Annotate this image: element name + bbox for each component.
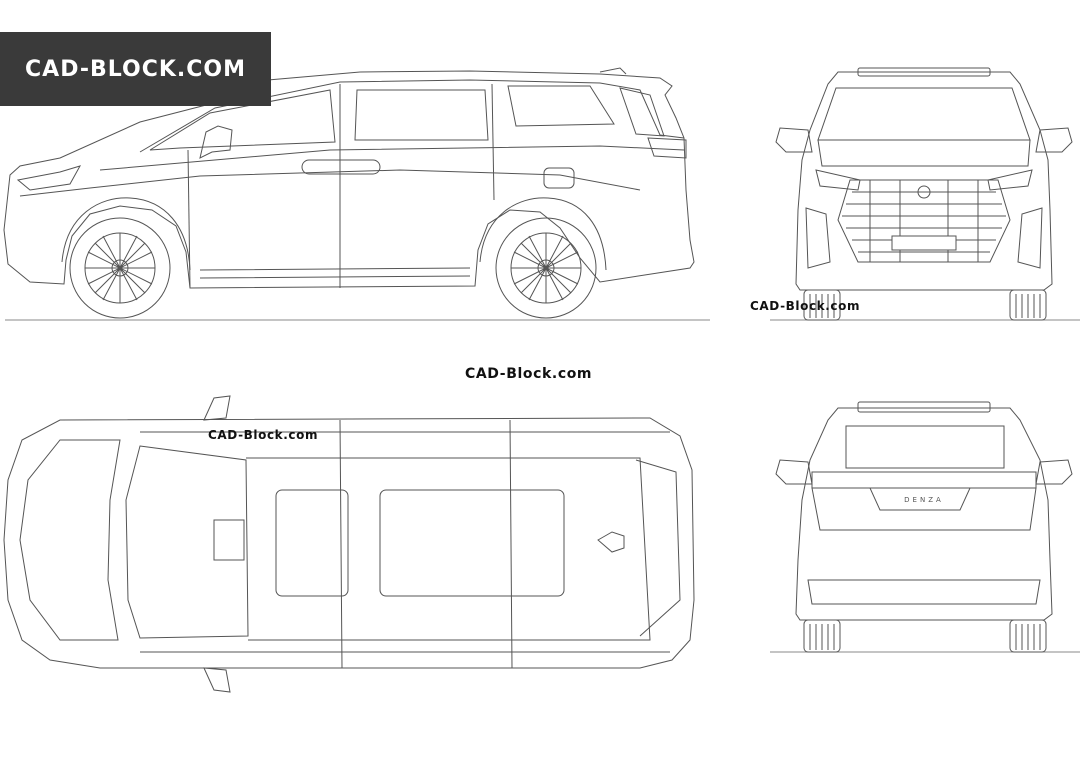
- side-belt-line: [100, 146, 684, 170]
- watermark-top: CAD-Block.com: [208, 428, 319, 442]
- site-logo-text: CAD-BLOCK.COM: [25, 56, 246, 82]
- rear-body-outline: [796, 408, 1052, 620]
- rear-right-mirror: [1036, 460, 1072, 484]
- side-front-wheel: [70, 218, 170, 318]
- top-shark-fin-antenna: [598, 532, 624, 552]
- top-roof-module: [214, 520, 244, 560]
- rear-bumper: [808, 580, 1040, 604]
- rear-window: [846, 426, 1004, 468]
- rear-spoiler: [858, 402, 990, 412]
- side-front-window: [150, 90, 335, 150]
- top-left-mirror: [204, 396, 230, 420]
- front-view: [770, 68, 1080, 320]
- front-left-intake: [806, 208, 830, 268]
- side-front-arch: [62, 198, 190, 270]
- side-slide-door-edge: [492, 84, 494, 200]
- top-door-seams: [340, 420, 512, 668]
- side-door-handle: [302, 160, 380, 174]
- front-roof-rail: [858, 68, 990, 76]
- front-grille: [838, 180, 1010, 262]
- side-lower-line: [200, 268, 470, 278]
- side-quarter-window: [620, 88, 664, 136]
- front-body-outline: [796, 72, 1052, 290]
- rear-view: DENZA: [770, 402, 1080, 652]
- front-right-tyre: [1010, 290, 1046, 320]
- side-rear-window: [508, 86, 614, 126]
- top-body-outline: [4, 418, 694, 668]
- watermark-center: CAD-Block.com: [465, 366, 593, 382]
- side-rear-arch: [480, 198, 606, 270]
- top-rear-sunroof: [380, 490, 564, 596]
- side-middle-window: [355, 90, 488, 140]
- rear-left-mirror: [776, 460, 812, 484]
- top-right-mirror: [204, 668, 230, 692]
- side-taillight: [648, 138, 686, 158]
- front-right-headlight: [988, 170, 1032, 190]
- side-mirror: [200, 126, 232, 158]
- rear-tyre-tread: [810, 624, 1040, 650]
- top-roof-rails: [140, 432, 670, 652]
- top-rear-hatch: [636, 460, 680, 636]
- rear-badge: DENZA: [904, 496, 944, 504]
- side-rear-wheel: [496, 218, 596, 318]
- rear-tailgate: [812, 488, 1036, 530]
- top-view: [4, 396, 694, 692]
- front-tyre-tread: [810, 294, 1040, 318]
- front-hood-edge: [818, 140, 1030, 166]
- rear-right-tyre: [1010, 620, 1046, 652]
- front-right-mirror: [1036, 128, 1072, 152]
- side-fuel-cap: [544, 168, 574, 188]
- front-windshield: [818, 88, 1030, 140]
- rear-light-bar: [812, 472, 1036, 488]
- front-left-headlight: [816, 170, 860, 190]
- top-windshield: [126, 446, 248, 638]
- front-left-tyre: [804, 290, 840, 320]
- front-right-intake: [1018, 208, 1042, 268]
- side-character-line: [20, 170, 640, 196]
- top-roof: [246, 458, 650, 640]
- front-emblem-icon: [918, 186, 930, 198]
- site-logo[interactable]: CAD-BLOCK.COM: [0, 32, 271, 106]
- rear-left-tyre: [804, 620, 840, 652]
- side-roof-antenna: [600, 68, 626, 74]
- top-front-sunroof: [276, 490, 348, 596]
- side-headlight: [18, 166, 80, 190]
- watermark-front: CAD-Block.com: [750, 299, 861, 313]
- top-hood: [20, 440, 120, 640]
- front-left-mirror: [776, 128, 812, 152]
